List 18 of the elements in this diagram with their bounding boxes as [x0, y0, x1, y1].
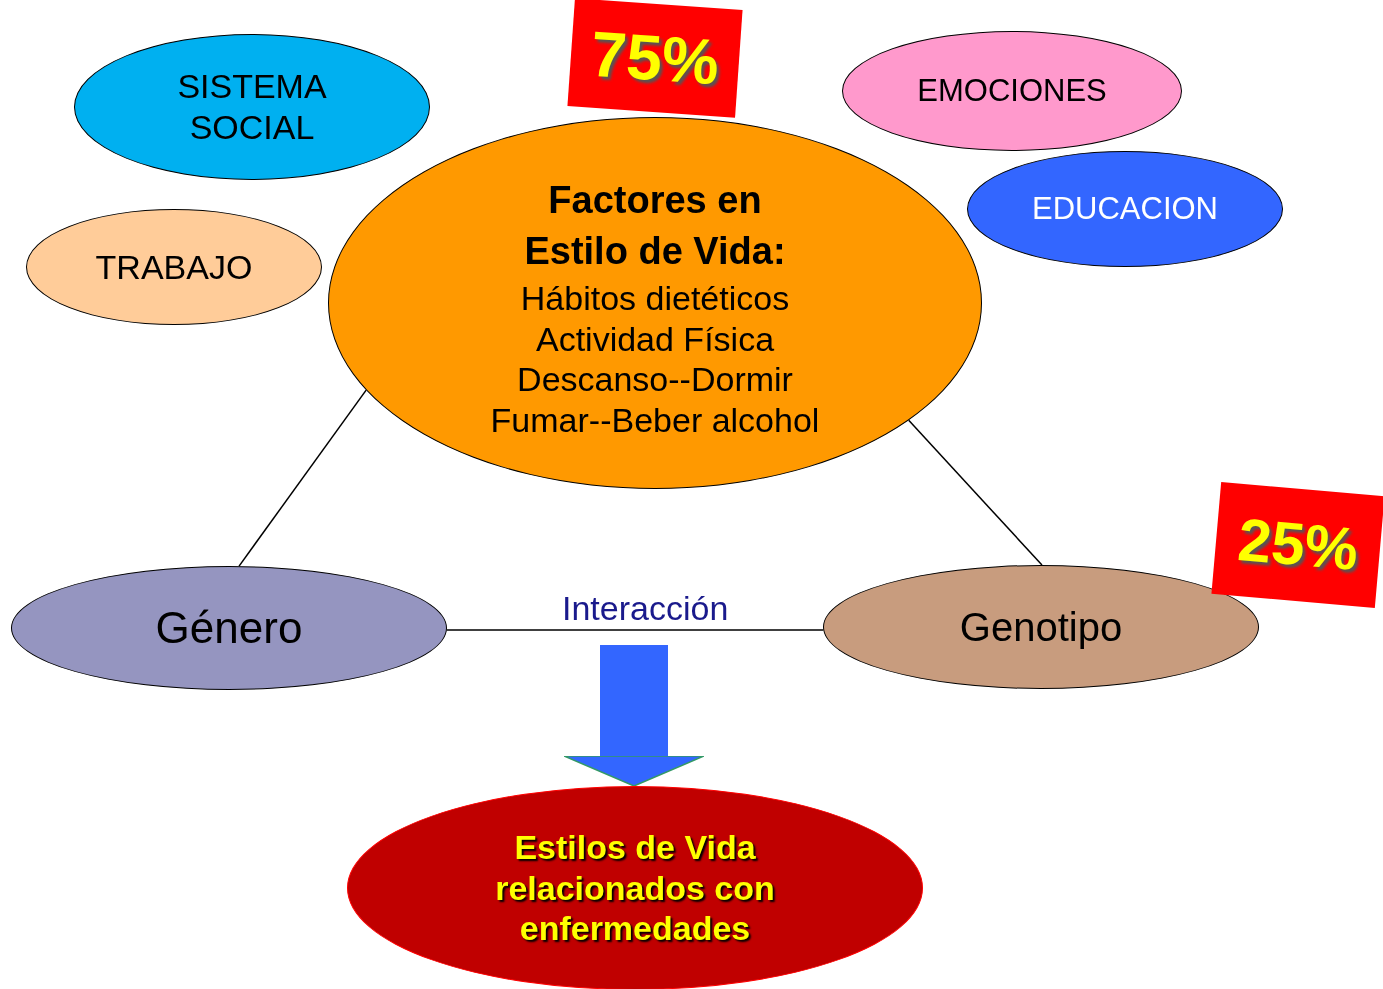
node-text: Fumar--Beber alcohol	[490, 400, 820, 441]
node-text: TRABAJO	[95, 246, 253, 288]
block-arrow	[563, 645, 705, 787]
connector-line	[238, 389, 367, 567]
connector-line	[446, 629, 824, 631]
node-text: Descanso--Dormir	[517, 359, 793, 401]
node-text: Hábitos dietéticos	[520, 277, 790, 319]
node-text: SISTEMA SOCIAL	[176, 66, 328, 148]
node-text: Genotipo	[959, 604, 1123, 651]
node-text: Estilos de Vida relacionados con enfermedades	[494, 826, 776, 950]
percent-text: 25%	[1235, 504, 1361, 586]
percent-text: 75%	[588, 16, 722, 100]
node-text: Actividad Física	[535, 318, 775, 360]
node-heading: Factores en Estilo de Vida:	[523, 178, 787, 275]
connector-line	[908, 419, 1043, 566]
node-text: Género	[155, 601, 303, 654]
node-text: EDUCACION	[1032, 190, 1218, 228]
node-text: EMOCIONES	[917, 72, 1107, 110]
